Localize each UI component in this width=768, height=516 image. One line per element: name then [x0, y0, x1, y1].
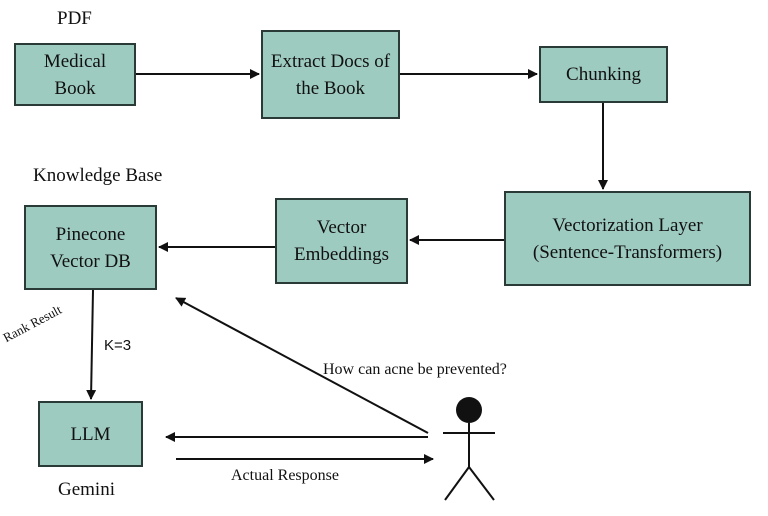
chunking-box: Chunking	[539, 46, 668, 103]
vectorization-layer-box: Vectorization Layer (Sentence-Transforme…	[504, 191, 751, 286]
medical-book-box: Medical Book	[14, 43, 136, 106]
arrow-user-query-to-pinecone	[175, 297, 429, 434]
extract-docs-box: Extract Docs of the Book	[261, 30, 400, 119]
response-label: Actual Response	[231, 467, 339, 484]
knowledge-base-label: Knowledge Base	[33, 165, 163, 186]
pdf-label: PDF	[57, 8, 92, 29]
llm-box: LLM	[38, 401, 143, 467]
arrow-pinecone-to-llm	[86, 289, 97, 400]
gemini-label: Gemini	[58, 479, 115, 500]
user-icon	[443, 397, 495, 501]
pinecone-vector-db-box: Pinecone Vector DB	[24, 205, 157, 290]
query-label: How can acne be prevented?	[323, 361, 507, 378]
vector-embeddings-box: Vector Embeddings	[275, 198, 408, 284]
k-label: K=3	[104, 337, 132, 354]
